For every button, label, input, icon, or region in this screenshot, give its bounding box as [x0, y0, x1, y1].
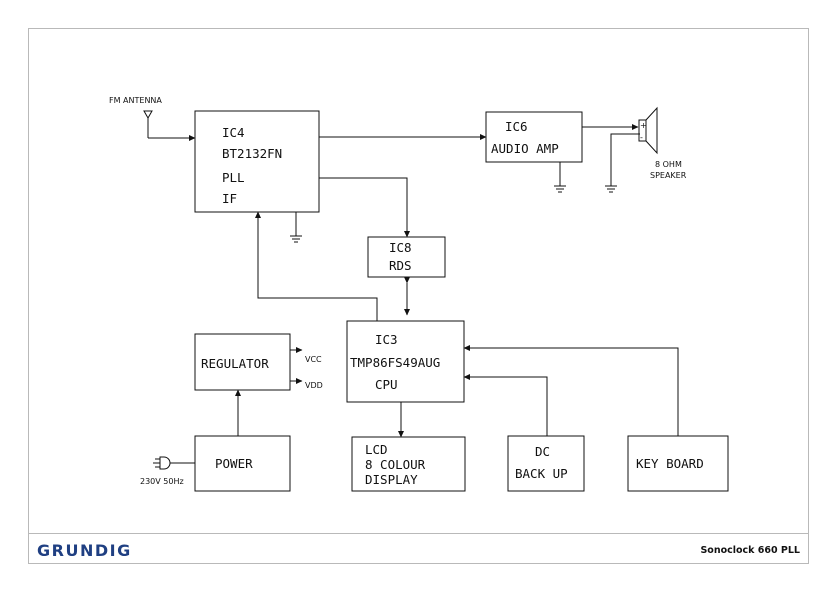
drawing-frame	[28, 28, 809, 564]
lcd-label-1: LCD	[365, 442, 388, 457]
ic3-label-1: IC3	[375, 332, 398, 347]
ic4-to-ic8	[319, 177, 410, 238]
regulator-label: REGULATOR	[201, 356, 269, 371]
regulator-block	[194, 333, 291, 391]
keyboard-to-ic3	[463, 345, 679, 436]
ic4-label-3: PLL	[222, 170, 245, 185]
dc-label-1: DC	[535, 444, 550, 459]
lcd-block	[351, 436, 466, 492]
keyboard-label: KEY BOARD	[636, 456, 704, 471]
footer-divider	[28, 533, 809, 534]
mains-label: 230V 50Hz	[140, 477, 184, 486]
ic3-to-ic4	[255, 211, 378, 321]
ground-symbol-ic6	[554, 162, 566, 193]
power-label: POWER	[215, 456, 253, 471]
dc-block	[507, 435, 585, 492]
vcc-label: VCC	[305, 355, 322, 364]
ic4-label-2: BT2132FN	[222, 146, 282, 161]
ic8-label-2: RDS	[389, 258, 412, 273]
dc-to-ic3	[463, 374, 548, 436]
lcd-label-2: 8 COLOUR	[365, 457, 426, 472]
lcd-label-3: DISPLAY	[365, 472, 418, 487]
ic4-block	[194, 110, 320, 213]
antenna-label: FM ANTENNA	[109, 96, 162, 105]
model-name: Sonoclock 660 PLL	[700, 545, 800, 556]
vdd-label: VDD	[305, 381, 323, 390]
ground-symbol-ic4	[290, 212, 302, 243]
ground-symbol-speaker	[605, 133, 640, 193]
ic6-label-2: AUDIO AMP	[491, 141, 559, 156]
ic3-block	[346, 320, 465, 403]
dc-label-2: BACK UP	[515, 466, 568, 481]
speaker-label-2: SPEAKER	[650, 171, 687, 180]
ic4-label-1: IC4	[222, 125, 245, 140]
speaker-minus-label: -	[640, 133, 643, 142]
antenna-icon	[143, 110, 153, 138]
ic8-label-1: IC8	[389, 240, 412, 255]
speaker-label-1: 8 OHM	[655, 160, 682, 169]
ic3-label-2: TMP86FS49AUG	[350, 355, 440, 370]
ic6-label-1: IC6	[505, 119, 528, 134]
ic3-label-3: CPU	[375, 377, 398, 392]
mains-plug-icon	[153, 456, 171, 470]
brand-logo: GRUNDIG	[37, 541, 132, 560]
speaker-plus-label: +	[640, 121, 647, 130]
speaker-icon	[638, 106, 658, 155]
ic4-label-4: IF	[222, 191, 237, 206]
